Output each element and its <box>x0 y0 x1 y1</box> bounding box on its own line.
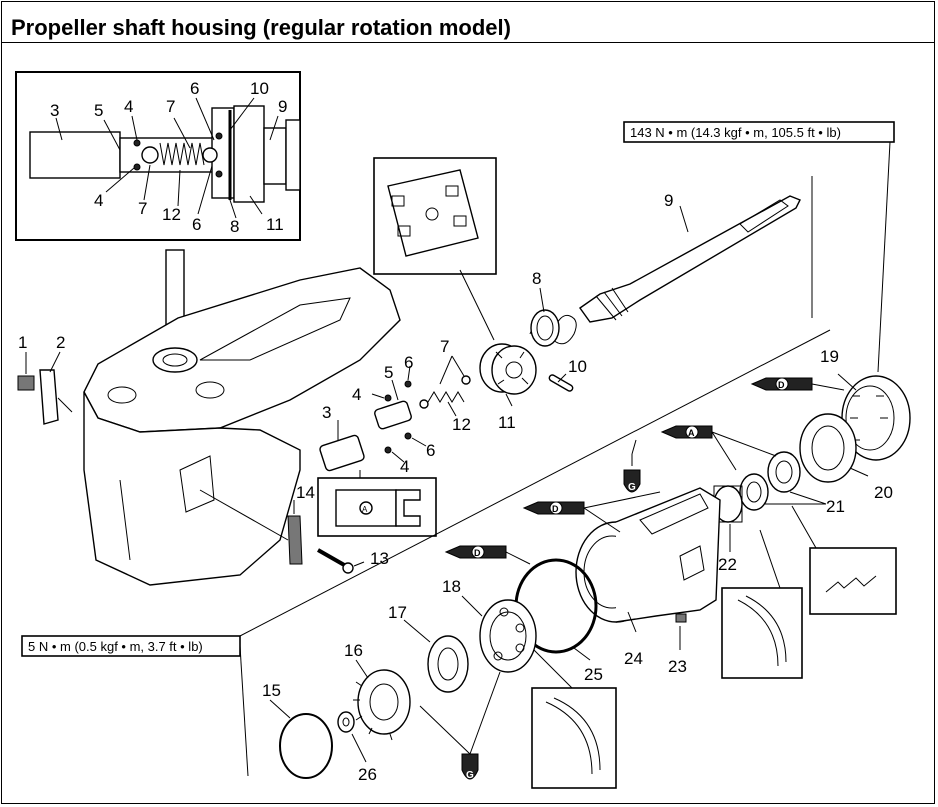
label-25: 25 <box>584 665 603 684</box>
spring-8 <box>529 287 577 347</box>
label-7: 7 <box>440 337 449 356</box>
anode-14 <box>199 489 303 565</box>
shift-plunger-detail: A <box>317 477 437 537</box>
shim-26 <box>337 711 367 763</box>
label-22: 22 <box>718 555 737 574</box>
inset-label-5: 5 <box>94 101 103 120</box>
lube-marker-d3: D <box>444 545 531 565</box>
bearing-detail-22 <box>721 529 803 679</box>
inset-label-6: 6 <box>190 79 199 98</box>
torque-lower-text: 5 N • m (0.5 kgf • m, 3.7 ft • lb) <box>28 639 203 654</box>
label-14: 14 <box>296 483 315 502</box>
oil-seals-21 <box>739 451 827 511</box>
lube-marker-a: A <box>660 425 777 471</box>
page-title: Propeller shaft housing (regular rotatio… <box>11 15 511 40</box>
inset-detail <box>15 71 301 241</box>
label-3: 3 <box>322 403 331 422</box>
label-23: 23 <box>668 657 687 676</box>
torque-box-lower: 5 N • m (0.5 kgf • m, 3.7 ft • lb) <box>21 329 831 777</box>
label-20: 20 <box>874 483 893 502</box>
propeller-shaft-9 <box>579 195 801 323</box>
lube-marker-d1: D <box>750 377 845 391</box>
o-ring-15 <box>269 699 333 779</box>
shaft-housing-24 <box>575 487 721 633</box>
grease-mark-g1: G <box>628 482 636 493</box>
parts-1-2 <box>17 351 73 425</box>
label-4b: 4 <box>400 457 409 476</box>
label-21: 21 <box>826 497 845 516</box>
label-9: 9 <box>664 191 673 210</box>
inset-label-6b: 6 <box>192 215 201 234</box>
label-6: 6 <box>404 353 413 372</box>
label-2: 2 <box>56 333 65 352</box>
bearing-detail-18 <box>531 649 617 789</box>
inset-label-12: 12 <box>162 205 181 224</box>
shift-plunger-assembly <box>319 355 471 480</box>
ball-bearing-18 <box>461 595 537 673</box>
grease-mark-g2: G <box>466 770 474 781</box>
lock-washer-20 <box>799 413 869 483</box>
lube-mark-d3: D <box>474 548 481 558</box>
inset-callouts: 3 5 4 7 6 10 9 4 7 12 6 8 11 <box>50 79 287 236</box>
grease-marker-bottom: G <box>419 671 501 781</box>
inset-label-8: 8 <box>230 217 239 236</box>
label-5: 5 <box>384 363 393 382</box>
inset-label-7: 7 <box>166 97 175 116</box>
label-13: 13 <box>370 549 389 568</box>
label-1: 1 <box>18 333 27 352</box>
inset-label-11: 11 <box>266 215 284 234</box>
label-8: 8 <box>532 269 541 288</box>
seal-detail-21 <box>791 505 897 615</box>
label-4: 4 <box>352 385 361 404</box>
dog-clutch <box>373 157 537 407</box>
label-19: 19 <box>820 347 839 366</box>
inset-label-4: 4 <box>124 97 133 116</box>
label-16: 16 <box>344 641 363 660</box>
inset-label-9: 9 <box>278 97 287 116</box>
label-26: 26 <box>358 765 377 784</box>
grease-marker-top: G <box>623 439 641 493</box>
bolt-13 <box>317 548 365 574</box>
lube-mark-d1: D <box>778 380 785 390</box>
detail-a-mark: A <box>362 505 368 514</box>
inset-label-3: 3 <box>50 101 59 120</box>
label-10: 10 <box>568 357 587 376</box>
thrust-washer-17 <box>403 619 469 693</box>
title-bar: Propeller shaft housing (regular rotatio… <box>1 1 935 43</box>
inset-label-10: 10 <box>250 79 269 98</box>
lube-marker-d2: D <box>522 491 661 533</box>
part-callouts: 1 2 3 4 5 6 7 12 4 6 11 10 8 9 19 20 21 … <box>18 191 893 784</box>
inset-label-4b: 4 <box>94 191 103 210</box>
label-17: 17 <box>388 603 407 622</box>
label-12: 12 <box>452 415 471 434</box>
pin-10 <box>548 373 574 392</box>
label-6b: 6 <box>426 441 435 460</box>
torque-box-upper: 143 N • m (14.3 kgf • m, 105.5 ft • lb) <box>623 121 895 373</box>
inset-label-7b: 7 <box>138 199 147 218</box>
reverse-gear-16 <box>353 659 411 741</box>
key-23 <box>675 613 687 650</box>
label-15: 15 <box>262 681 281 700</box>
lower-case-housing <box>83 249 401 586</box>
label-24: 24 <box>624 649 643 668</box>
label-11: 11 <box>498 413 516 432</box>
lube-mark-d2: D <box>552 504 559 514</box>
label-18: 18 <box>442 577 461 596</box>
lube-mark-a: A <box>688 428 695 438</box>
torque-upper-text: 143 N • m (14.3 kgf • m, 105.5 ft • lb) <box>630 125 841 140</box>
